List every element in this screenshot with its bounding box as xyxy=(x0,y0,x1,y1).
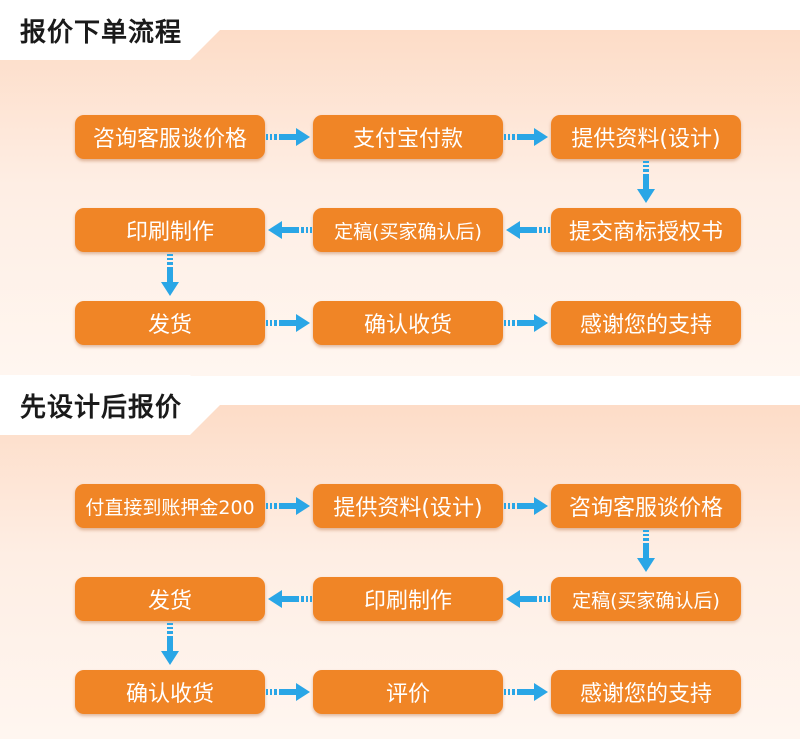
section-1-title: 报价下单流程 xyxy=(0,0,220,60)
step-confirm-receipt: 确认收货 xyxy=(313,301,503,345)
step-printing: 印刷制作 xyxy=(75,208,265,252)
step-printing: 印刷制作 xyxy=(313,577,503,621)
step-shipping: 发货 xyxy=(75,301,265,345)
step-finalize-draft: 定稿(买家确认后) xyxy=(313,208,503,252)
arrow-right-icon xyxy=(504,683,548,701)
step-confirm-receipt: 确认收货 xyxy=(75,670,265,714)
step-alipay-payment: 支付宝付款 xyxy=(313,115,503,159)
arrow-right-icon xyxy=(504,314,548,332)
arrow-right-icon xyxy=(266,497,310,515)
arrow-down-icon xyxy=(637,530,655,572)
step-thanks: 感谢您的支持 xyxy=(551,670,741,714)
arrow-down-icon xyxy=(161,623,179,665)
arrow-left-icon xyxy=(268,221,312,239)
step-finalize-draft: 定稿(买家确认后) xyxy=(551,577,741,621)
step-shipping: 发货 xyxy=(75,577,265,621)
arrow-left-icon xyxy=(268,590,312,608)
arrow-left-icon xyxy=(506,221,550,239)
arrow-down-icon xyxy=(637,161,655,203)
step-consult-price: 咨询客服谈价格 xyxy=(551,484,741,528)
step-consult-price: 咨询客服谈价格 xyxy=(75,115,265,159)
arrow-right-icon xyxy=(266,128,310,146)
step-provide-materials: 提供资料(设计) xyxy=(551,115,741,159)
arrow-right-icon xyxy=(266,683,310,701)
section-2-title: 先设计后报价 xyxy=(0,375,220,435)
arrow-down-icon xyxy=(161,254,179,296)
step-submit-trademark-authorization: 提交商标授权书 xyxy=(551,208,741,252)
arrow-left-icon xyxy=(506,590,550,608)
step-thanks: 感谢您的支持 xyxy=(551,301,741,345)
step-provide-materials: 提供资料(设计) xyxy=(313,484,503,528)
arrow-right-icon xyxy=(504,128,548,146)
arrow-right-icon xyxy=(504,497,548,515)
arrow-right-icon xyxy=(266,314,310,332)
step-pay-deposit: 付直接到账押金200 xyxy=(75,484,265,528)
step-review: 评价 xyxy=(313,670,503,714)
